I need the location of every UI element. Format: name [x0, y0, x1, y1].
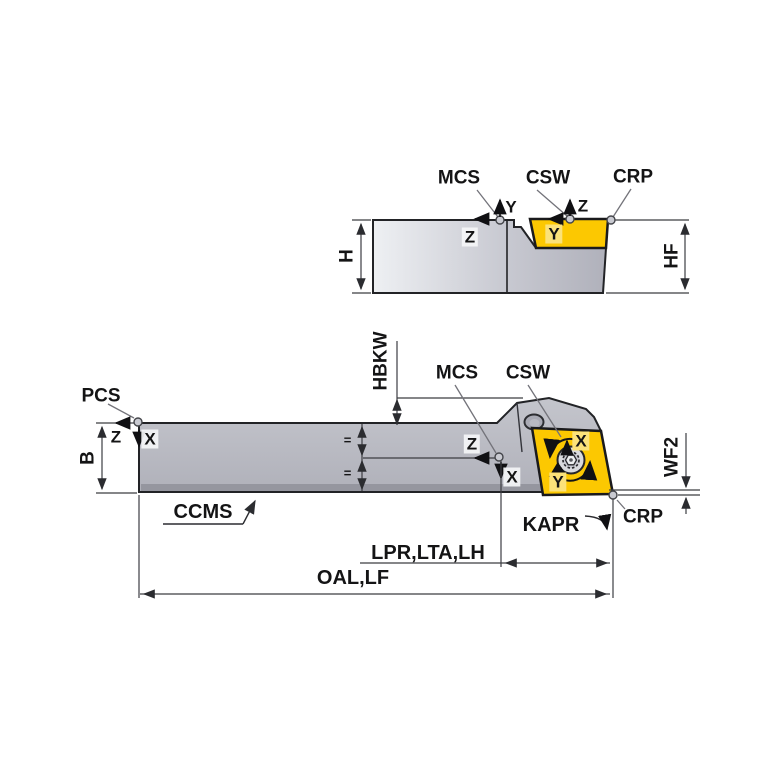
label-pcs-z-axis: Z [110, 427, 122, 447]
label-pcs-x-axis: X [141, 429, 159, 449]
label-csw-z-axis: Z [577, 196, 589, 216]
equal-halves-dimension [357, 424, 495, 491]
label-insert-y-axis: Y [549, 472, 567, 492]
wf2-dimension [609, 433, 700, 514]
hbkw-dimension [392, 341, 523, 426]
label-csw-side: CSW [525, 167, 571, 189]
label-ccms: CCMS [173, 501, 233, 523]
label-mcs-z-axis: Z [461, 227, 479, 247]
label-mcs-z-axis-top: Z [463, 434, 481, 454]
label-lpr-lta-lh-dimension: LPR,LTA,LH [371, 542, 485, 564]
label-csw-top: CSW [505, 362, 551, 384]
label-pcs: PCS [81, 385, 121, 407]
label-csw-y-axis: Y [545, 224, 563, 244]
label-oal-lf-dimension: OAL,LF [316, 567, 390, 589]
side-view-axis-arrows [473, 198, 577, 226]
top-view-body [138, 396, 613, 493]
label-crp-top: CRP [622, 506, 664, 528]
label-crp-side: CRP [612, 166, 654, 188]
label-mcs-x-axis-top: X [503, 467, 521, 487]
label-h-dimension: H [336, 249, 358, 263]
pcs-axis-arrows [114, 416, 146, 448]
label-b-dimension: B [77, 451, 99, 465]
label-kapr: KAPR [522, 514, 580, 536]
label-wf2-dimension: WF2 [661, 436, 683, 478]
h-dimension [352, 219, 371, 294]
hf-dimension [606, 219, 690, 294]
mcs-point-top [454, 384, 504, 462]
equal-mark-upper: = [343, 432, 352, 448]
pcs-point [107, 403, 143, 427]
label-mcs-side: MCS [437, 167, 481, 189]
label-mcs-top: MCS [435, 362, 479, 384]
ccms-callout [163, 499, 256, 525]
insert-screw [556, 445, 586, 475]
lpr-dimension [360, 461, 614, 598]
side-view-ref-points [495, 214, 616, 225]
oal-dimension [138, 495, 610, 599]
kapr-angle-arrow [584, 513, 612, 531]
label-hbkw-dimension: HBKW [370, 331, 392, 391]
label-hf-dimension: HF [661, 243, 683, 269]
label-insert-x-axis: X [572, 431, 590, 451]
label-mcs-y-axis: Y [505, 197, 517, 217]
equal-mark-lower: = [343, 465, 352, 481]
csw-leader-top [527, 384, 562, 438]
